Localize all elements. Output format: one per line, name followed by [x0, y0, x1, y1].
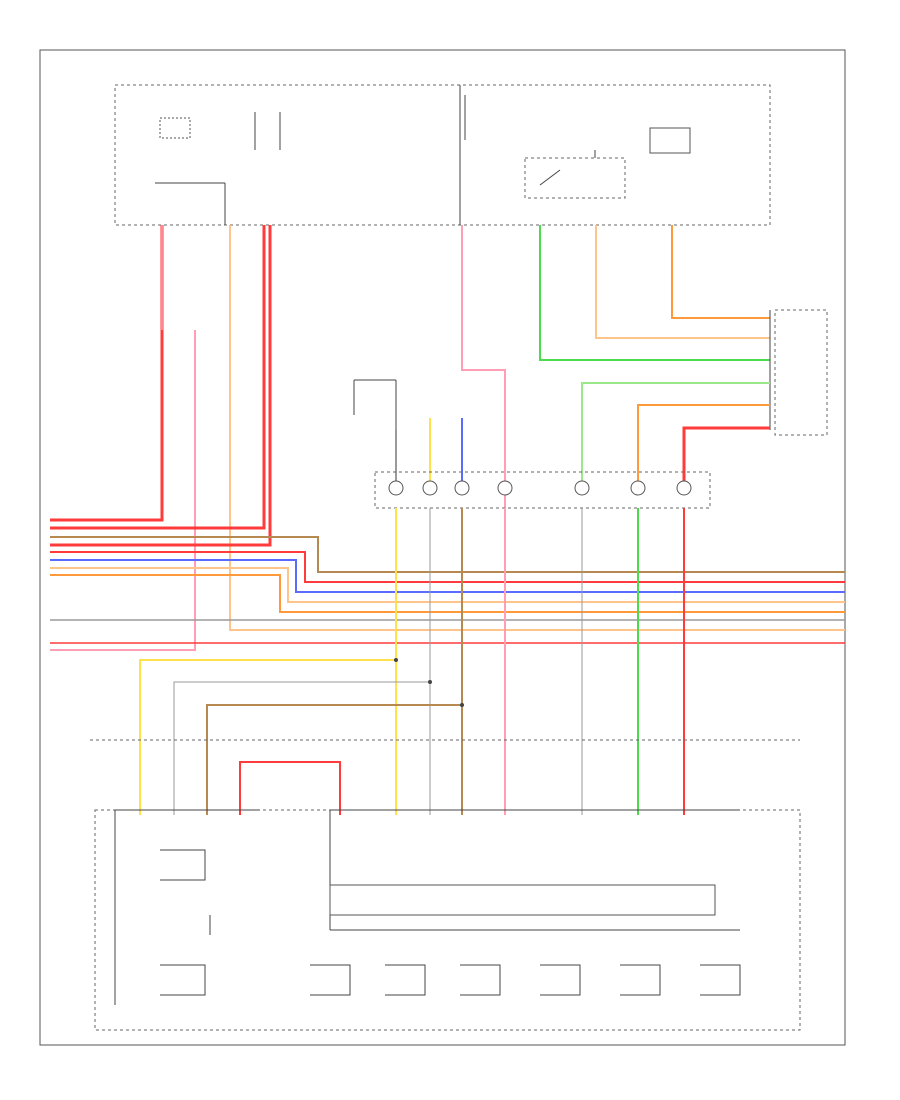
top-controller	[114, 84, 771, 226]
bottom-buttons	[310, 964, 741, 996]
outer-frame	[39, 49, 846, 1046]
wires-top	[50, 225, 845, 800]
wires-mid	[353, 379, 770, 486]
bus-wires	[50, 536, 845, 644]
right-connector	[769, 309, 828, 436]
connector-strip	[374, 471, 711, 509]
resistor-bar	[329, 884, 716, 916]
bottom-modules	[94, 809, 801, 1031]
wires-bottom	[139, 508, 685, 815]
